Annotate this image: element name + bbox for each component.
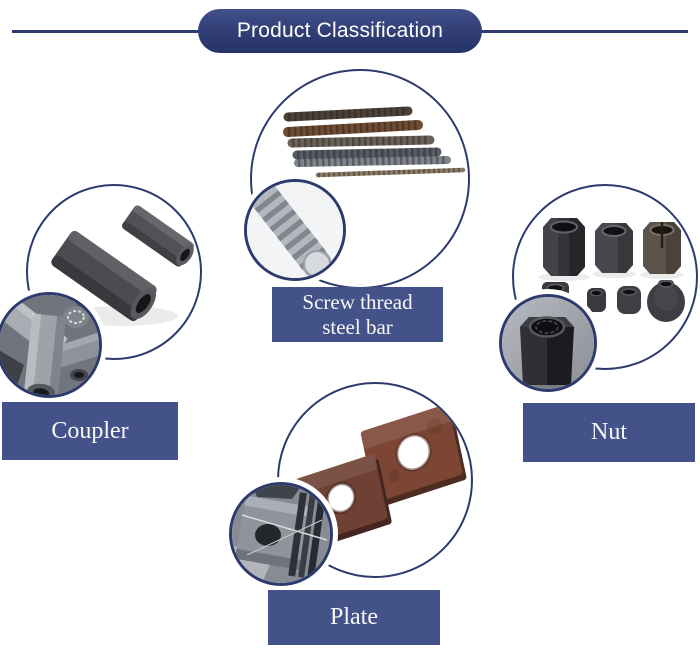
section-title: Product Classification <box>236 19 444 42</box>
label-screw-thread-steel-bar: Screw thread steel bar <box>272 287 443 342</box>
label-coupler: Coupler <box>2 402 178 460</box>
section-title-pill: Product Classification <box>198 9 482 53</box>
divider-line-right <box>482 30 688 33</box>
label-nut: Nut <box>523 403 695 462</box>
label-screw-line1: Screw thread <box>302 289 413 314</box>
stacked-plates-closeup-illustration <box>232 485 330 583</box>
threaded-bar-closeup-illustration <box>247 182 343 278</box>
stacked-plates-closeup-photo <box>229 482 333 586</box>
rebar-couplers-photo <box>26 184 202 360</box>
hex-nut-closeup-photo <box>499 294 597 392</box>
divider-line-left <box>12 30 198 33</box>
coupler-pile-closeup-illustration <box>0 295 99 395</box>
label-plate: Plate <box>268 590 440 645</box>
label-nut-text: Nut <box>591 419 627 445</box>
couplers-illustration <box>51 205 194 326</box>
threaded-bar-closeup-photo <box>244 179 346 281</box>
label-screw-line2: steel bar <box>322 314 393 339</box>
threaded-bars-illustration <box>283 106 466 178</box>
label-plate-text: Plate <box>330 604 378 630</box>
hex-nut-closeup-illustration <box>502 297 594 389</box>
coupler-pile-closeup-photo <box>0 292 102 398</box>
label-coupler-text: Coupler <box>51 417 129 444</box>
